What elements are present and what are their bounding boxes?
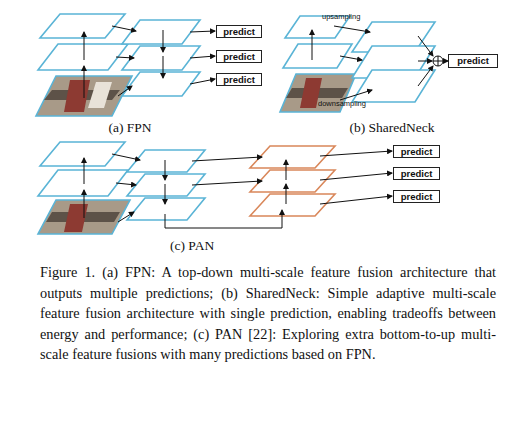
predict-box: predict <box>393 190 440 203</box>
flow-arrow <box>84 32 85 60</box>
flow-arrow <box>118 86 132 96</box>
flow-arrow <box>118 212 134 222</box>
panel-label: (a) FPN <box>109 120 152 136</box>
flow-arrow <box>190 79 215 84</box>
flow-arrow <box>320 196 392 204</box>
predict-box: predict <box>216 73 262 86</box>
flow-arrow <box>84 190 85 218</box>
flow-arrow <box>163 30 164 52</box>
flow-arrow <box>165 210 282 228</box>
box-text: predict <box>223 75 255 85</box>
operation-label: downsampling <box>318 99 366 108</box>
flow-arrow <box>418 66 433 86</box>
feature-map <box>38 44 128 70</box>
feature-map <box>122 72 200 96</box>
image-detail <box>88 82 112 108</box>
flow-arrow <box>286 184 287 204</box>
operation-label: upsampling <box>322 12 360 21</box>
box-text: predict <box>401 192 433 202</box>
feature-map <box>38 170 128 196</box>
panel-label: (c) PAN <box>170 238 214 254</box>
box-text: predict <box>223 27 255 37</box>
predict-box: predict <box>216 25 262 38</box>
output-feature-map <box>250 170 335 192</box>
flow-arrow <box>112 154 140 160</box>
flow-arrow <box>165 160 166 180</box>
flow-arrow <box>340 56 362 60</box>
flow-arrow <box>163 56 164 78</box>
flow-arrow <box>340 90 372 100</box>
flow-arrow <box>320 151 392 156</box>
image-detail <box>64 80 90 112</box>
flow-arrow <box>84 66 85 98</box>
flow-arrow <box>312 30 313 60</box>
flow-arrow <box>116 57 134 58</box>
flow-arrow <box>192 157 262 161</box>
predict-box: predict <box>448 54 498 68</box>
flow-arrow <box>190 31 215 32</box>
flow-arrow <box>418 36 433 56</box>
predict-box: predict <box>393 167 440 180</box>
sum-symbol <box>433 56 443 66</box>
flow-arrow <box>192 181 262 185</box>
flow-arrow <box>286 160 287 180</box>
flow-arrow <box>165 184 166 204</box>
flow-arrow <box>320 173 392 180</box>
feature-map <box>352 70 435 102</box>
flow-arrow <box>334 26 370 32</box>
feature-map <box>122 20 200 44</box>
output-feature-map <box>250 194 335 216</box>
figure-caption: Figure 1. (a) FPN: A top-down multi-scal… <box>40 262 496 365</box>
predict-box: predict <box>393 145 440 158</box>
flow-arrow <box>116 183 136 185</box>
flow-arrow <box>190 56 215 58</box>
flow-arrow <box>84 158 85 184</box>
predict-box: predict <box>216 50 262 63</box>
box-text: predict <box>401 147 433 157</box>
sum-symbol <box>438 56 439 66</box>
flow-arrow <box>418 61 432 62</box>
flow-arrow <box>112 26 136 31</box>
box-text: predict <box>401 169 433 179</box>
feature-map <box>127 198 205 220</box>
box-text: predict <box>223 52 255 62</box>
output-feature-map <box>250 146 335 168</box>
panel-label: (b) SharedNeck <box>350 120 435 136</box>
box-text: predict <box>457 56 489 66</box>
